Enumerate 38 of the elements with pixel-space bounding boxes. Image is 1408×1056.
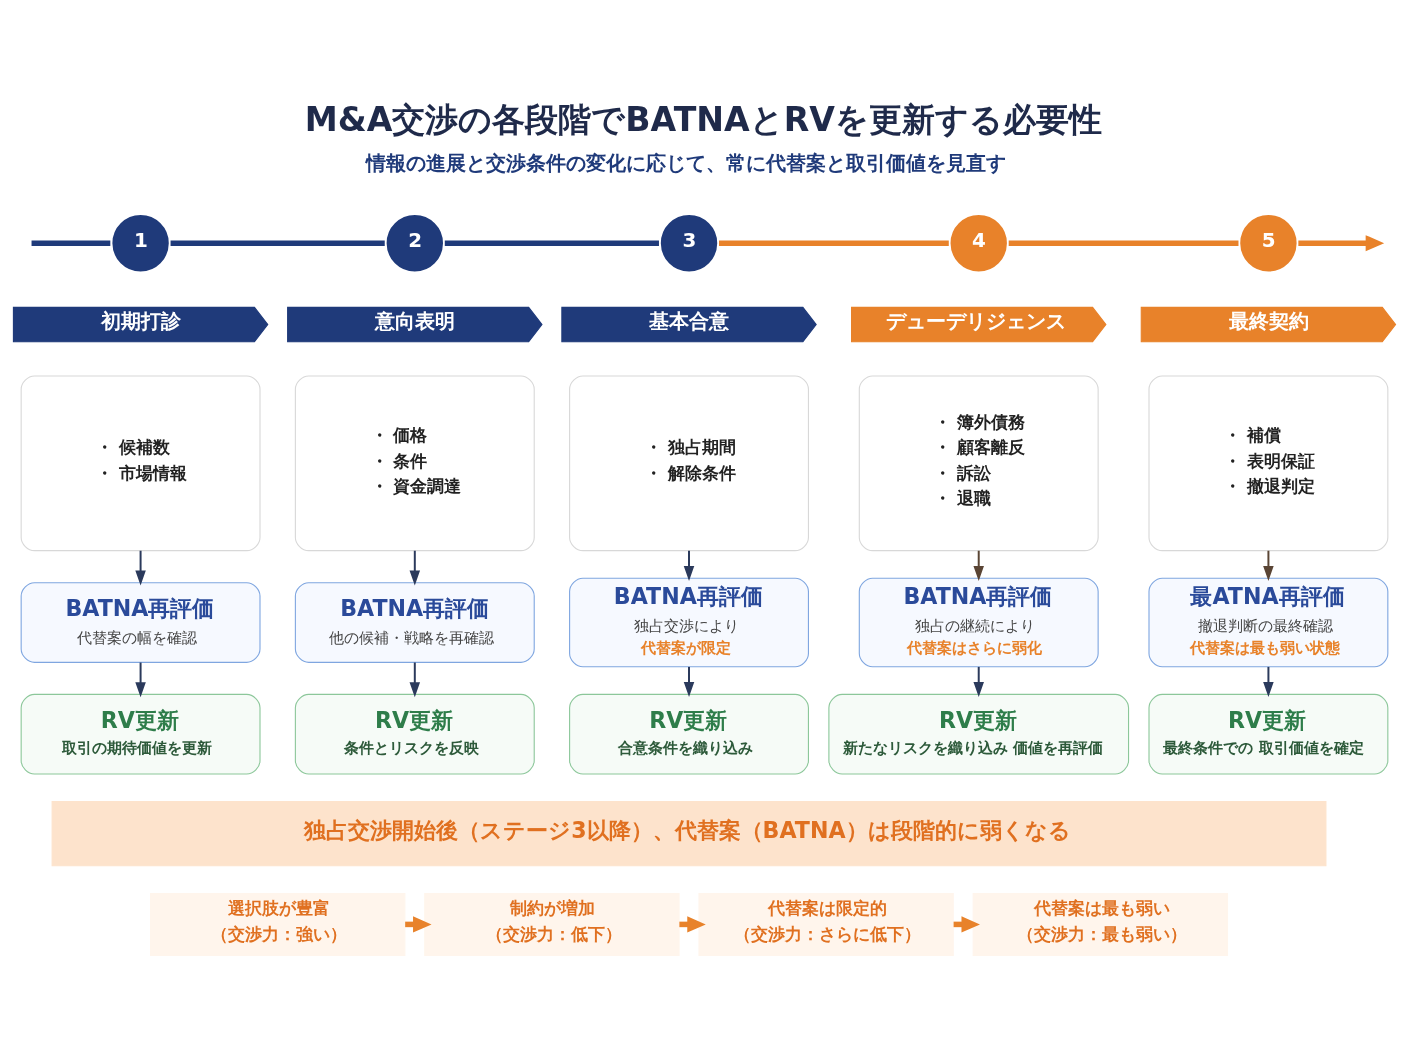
connector — [31, 240, 110, 247]
connector — [444, 240, 659, 247]
arrow — [134, 549, 146, 586]
node-box: BATNA再評価 独占の継続により 代替案はさらに弱化 — [858, 577, 1099, 668]
node-box: 代替案は最も弱い （交渉力：最も弱い） — [972, 892, 1228, 956]
node-box: 選択肢が豊富 （交渉力：強い） — [149, 892, 405, 956]
arrow — [409, 661, 420, 698]
node-box: ・ 独占期間 ・ 解除条件 — [568, 375, 809, 552]
arrow — [1262, 549, 1274, 581]
node-box: BATNA再評価 他の候補・戦略を再確認 — [294, 582, 535, 663]
node-box: ・ 候補数 ・ 市場情報 — [20, 375, 261, 552]
connector — [718, 240, 949, 247]
node-box: 制約が増加 （交渉力：低下） — [423, 892, 680, 956]
arrow — [1262, 665, 1274, 698]
arrow — [409, 549, 420, 586]
arrow — [972, 665, 984, 698]
label: 情報の進展と交渉条件の変化に応じて、常に代替案と取引価値を見直す — [365, 151, 1006, 175]
arrow — [683, 665, 694, 698]
arrow — [972, 549, 984, 581]
node-box: RV更新 条件とリスクを反映 — [294, 693, 535, 775]
arrow — [683, 549, 694, 581]
node-box: ・ 補償 ・ 表明保証 ・ 撤退判定 — [1147, 375, 1388, 552]
node-box: 独占交渉開始後（ステージ3以降）、代替案（BATNA）は段階的に弱くなる — [51, 801, 1326, 867]
arrow — [1297, 235, 1384, 252]
connector — [1008, 240, 1238, 247]
node-box: RV更新 最終条件での 取引価値を確定 — [1147, 693, 1388, 775]
node-box: BATNA再評価 代替案の幅を確認 — [20, 582, 261, 663]
node-box: RV更新 合意条件を織り込み — [568, 693, 809, 775]
arrow — [134, 661, 146, 698]
node-box: ・ 価格 ・ 条件 ・ 資金調達 — [294, 375, 535, 552]
node-box: RV更新 新たなリスクを織り込み 価値を再評価 — [827, 693, 1129, 775]
node-box: 最ATNA再評価 撤退判断の最終確認 代替案は最も弱い状態 — [1147, 577, 1388, 668]
node-box: BATNA再評価 独占交渉により 代替案が限定 — [568, 577, 809, 668]
node-box: 代替案は限定的 （交渉力：さらに低下） — [697, 892, 954, 956]
node-box: RV更新 取引の期待価値を更新 — [20, 693, 261, 775]
node-box: ・ 簿外債務 ・ 顧客離反 ・ 訴訟 ・ 退職 — [858, 375, 1099, 552]
connector — [170, 240, 385, 247]
diagram-title: M&A交渉の各段階でBATNAとRVを更新する必要性 — [304, 99, 1102, 139]
